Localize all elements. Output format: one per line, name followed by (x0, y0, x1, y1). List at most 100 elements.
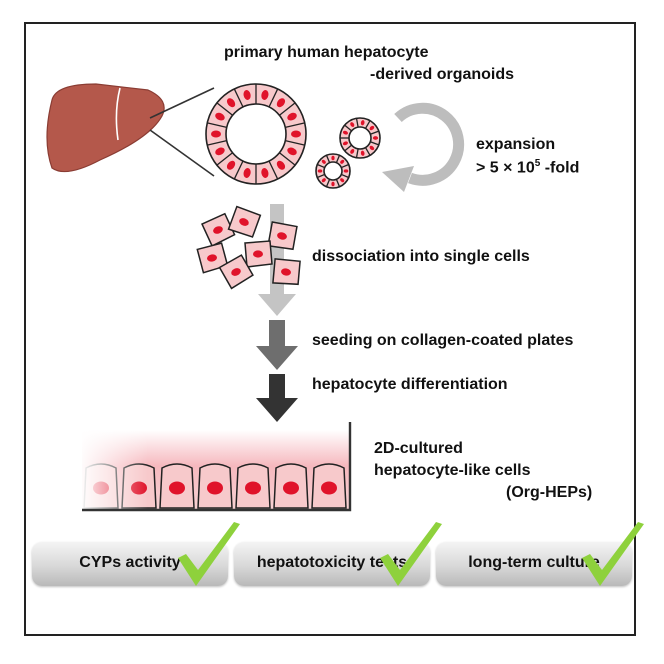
cell-border (216, 102, 233, 116)
cell-border (370, 130, 380, 135)
nucleus (350, 148, 355, 154)
small-organoid-lower (315, 153, 351, 189)
cell-border (364, 147, 371, 156)
single-cells (196, 205, 301, 290)
cell-border (207, 140, 227, 146)
small-organoid-upper (339, 117, 381, 159)
single-cell (201, 212, 236, 247)
nucleus (276, 98, 286, 108)
cell-border (325, 179, 331, 187)
feature-label-hepatotoxicity: hepatotoxicity tests (256, 554, 408, 571)
zoom-line-top (149, 87, 215, 119)
cell-border (216, 152, 233, 166)
arrow-differentiation-icon (256, 374, 298, 422)
step-differentiation-label: hepatocyte differentiation (312, 376, 508, 393)
nucleus (261, 168, 269, 178)
check-icon (178, 522, 240, 586)
culture-dish (78, 422, 352, 512)
nucleus (340, 159, 345, 164)
culture-label-line3: (Org-HEPs) (506, 484, 593, 501)
nucleus (211, 130, 221, 138)
step-dissociation-label: dissociation into single cells (312, 248, 530, 265)
nucleus (226, 160, 236, 170)
nucleus (372, 136, 379, 140)
nucleus (360, 150, 365, 156)
cell-border (233, 88, 244, 108)
nucleus (342, 141, 348, 146)
cell-border (355, 118, 359, 128)
zoom-line-bottom (149, 129, 215, 177)
nucleus (287, 147, 297, 156)
cell-border (341, 163, 349, 169)
cell-border (335, 179, 341, 187)
nucleus (340, 178, 345, 183)
single-cell (218, 254, 254, 290)
expansion-fold-label: > 5 × 105 -fold (476, 158, 580, 177)
cell-border (233, 160, 244, 180)
nucleus (261, 90, 269, 100)
nucleus (360, 120, 365, 126)
large-organoid (205, 83, 307, 185)
cell-border (317, 173, 325, 179)
cell-border (285, 140, 305, 146)
expansion-label: expansion (476, 136, 556, 153)
feature-label-long-term: long-term culture (468, 554, 600, 571)
culture-label-line1: 2D-cultured (374, 440, 463, 457)
cell-border (335, 155, 341, 163)
nucleus (215, 147, 225, 156)
step-seeding-label: seeding on collagen-coated plates (312, 332, 574, 349)
expansion-cycle-arrow-icon (382, 102, 465, 192)
nucleus (226, 98, 236, 108)
nucleus (369, 145, 375, 151)
monolayer-cell (235, 463, 271, 509)
single-cell (267, 221, 298, 251)
nucleus (321, 178, 326, 183)
nucleus (342, 130, 348, 135)
nucleus (321, 159, 326, 164)
monolayer-cell (273, 463, 309, 509)
arrow-seeding-icon (256, 320, 298, 370)
cell-border (279, 152, 296, 166)
nucleus (369, 125, 375, 131)
nucleus (350, 122, 355, 128)
check-icon (380, 522, 442, 586)
cell-border (207, 122, 227, 128)
cell-border (344, 124, 352, 132)
cell-border (341, 173, 349, 179)
nucleus (287, 112, 297, 121)
nucleus (331, 155, 335, 161)
feature-label-cyps: CYPs activity (79, 554, 181, 571)
figure-frame (24, 22, 636, 636)
nucleus (243, 90, 251, 100)
cell-border (325, 155, 331, 163)
cell-border (268, 160, 279, 180)
nucleus (343, 169, 349, 173)
nucleus (243, 168, 251, 178)
nucleus (215, 112, 225, 121)
organoid-title-line2: -derived organoids (370, 66, 515, 83)
cell-border (268, 88, 279, 108)
monolayer-cell (159, 463, 195, 509)
check-icon (582, 522, 644, 586)
single-cell (244, 240, 273, 268)
cell-border (285, 122, 305, 128)
single-cell (227, 205, 262, 238)
organoid-title-line1: primary human hepatocyte (224, 44, 429, 61)
nucleus (317, 169, 323, 173)
liver-icon (46, 83, 165, 173)
feature-pill-hepatotoxicity: hepatotoxicity tests (234, 542, 430, 586)
cell-border (279, 102, 296, 116)
nucleus (331, 181, 335, 187)
cell-border (355, 148, 359, 158)
culture-label-line2: hepatocyte-like cells (374, 462, 531, 479)
cell-border (344, 144, 352, 152)
cell-border (370, 141, 380, 146)
monolayer-cell (197, 463, 233, 509)
nucleus (291, 130, 301, 138)
monolayer-cell (311, 463, 347, 509)
cell-border (364, 120, 371, 129)
cell-border (317, 163, 325, 169)
single-cell (272, 258, 301, 286)
nucleus (276, 160, 286, 170)
